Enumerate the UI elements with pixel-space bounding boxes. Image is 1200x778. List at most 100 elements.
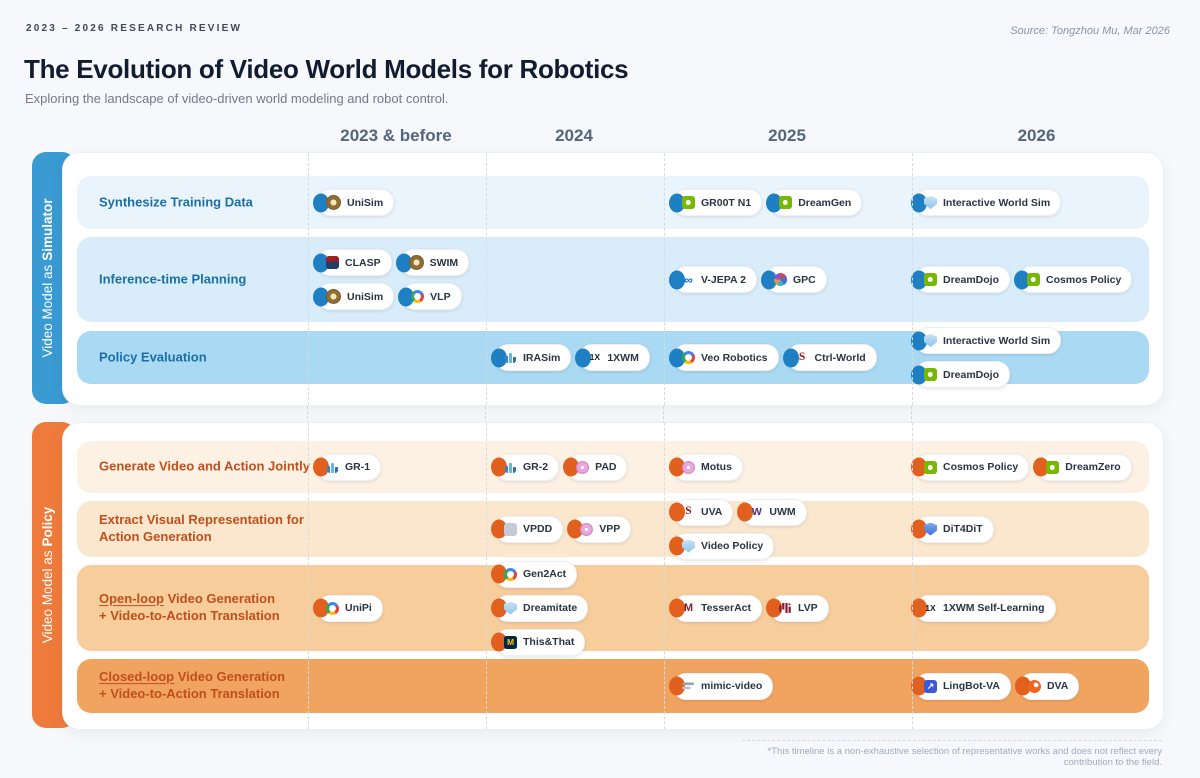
model-pill-label: V-JEPA 2 [701, 273, 746, 286]
world-sim-shield-logo [924, 196, 937, 209]
stanford-logo: S [685, 505, 692, 518]
model-pill: VPDD [495, 515, 564, 543]
model-pill: DiT4DiT [915, 515, 994, 543]
model-pill: LVP [770, 594, 829, 622]
year-cell: mimic-video [673, 659, 909, 713]
year-cell: UniPi [317, 565, 487, 651]
row-label-line2: Action Generation [99, 529, 212, 544]
flower-logo [576, 460, 590, 474]
model-pill: GPC [764, 266, 827, 293]
model-pill-label: 1XWM Self-Learning [943, 602, 1045, 614]
year-cell [317, 331, 487, 384]
model-pill-label: UVA [701, 506, 723, 518]
year-cell [495, 659, 671, 713]
source-credit: Source: Tongzhou Mu, Mar 2026 [1010, 25, 1170, 37]
model-pill-label: UniSim [347, 290, 384, 303]
clasp-crest-logo [326, 256, 339, 269]
column-divider [486, 423, 487, 729]
year-cell [495, 176, 671, 229]
model-pill-label: This&That [523, 636, 575, 648]
row-label-line1: Synthesize Training Data [99, 194, 253, 210]
year-cell: Motus [673, 441, 909, 493]
year-cell: CLASP SWIM UniSim VLP [317, 237, 487, 322]
row-label-line1: Video Generation [174, 669, 286, 685]
column-header-2025: 2025 [768, 126, 806, 145]
model-pill-label: Cosmos Policy [1046, 273, 1122, 286]
model-pill-label: VLP [430, 290, 451, 303]
model-pill: SWIM [399, 249, 470, 276]
page-title: The Evolution of Video World Models for … [24, 54, 629, 84]
tab-prefix: Video Model as [39, 264, 55, 358]
model-pill: VPP [571, 515, 632, 543]
model-pill-label: DVA [1046, 680, 1069, 692]
nvidia-logo [682, 196, 695, 209]
model-pill-label: Video Policy [701, 540, 764, 552]
world-sim-shield-logo [924, 334, 937, 347]
model-pill-label: PAD [595, 461, 617, 473]
policy-tab-label: Video Model as Policy [32, 422, 62, 728]
tab-bold: Simulator [39, 198, 55, 261]
tab-bold: Policy [39, 506, 55, 547]
model-pill: Cosmos Policy [915, 453, 1030, 481]
column-divider [664, 423, 665, 729]
model-pill-label: GR00T N1 [701, 196, 752, 209]
maroon-m-logo: M [683, 601, 694, 614]
model-pill-label: CLASP [345, 256, 381, 269]
dva-logo [1027, 679, 1041, 693]
model-pill: Interactive World Sim [915, 327, 1062, 354]
model-pill: UniSim [317, 283, 395, 310]
model-pill-label: Dreamitate [523, 602, 578, 614]
category-row: Closed-loop Video Generation+ Video-to-A… [77, 659, 1149, 713]
nvidia-logo [924, 460, 937, 474]
category-row: Generate Video and Action Jointly GR-1 GR-… [77, 441, 1149, 493]
row-label: Open-loop Video Generation+ Video-to-Act… [99, 591, 280, 625]
model-pill-label: Interactive World Sim [943, 196, 1051, 209]
model-pill-label: DreamZero [1065, 461, 1121, 473]
model-pill: Gen2Act [495, 560, 578, 588]
stanford-logo: S [798, 351, 806, 363]
model-pill: GR-2 [495, 453, 560, 481]
row-label: Generate Video and Action Jointly [99, 459, 310, 476]
row-label: Policy Evaluation [99, 349, 207, 366]
category-row: Open-loop Video Generation+ Video-to-Act… [77, 560, 1149, 656]
model-pill-label: LingBot-VA [943, 680, 1000, 692]
tab-prefix: Video Model as [39, 550, 55, 644]
lingbot-logo: ↗ [924, 679, 937, 693]
model-pill: Veo Robotics [673, 344, 779, 371]
model-pill-label: 1XWM [607, 351, 639, 364]
model-pill: DreamZero [1037, 453, 1132, 481]
column-divider [308, 153, 309, 405]
model-pill-label: Motus [701, 461, 732, 473]
model-pill: GR00T N1 [673, 189, 763, 216]
model-pill-label: DiT4DiT [943, 523, 983, 535]
nvidia-logo [1027, 273, 1041, 286]
column-divider [912, 153, 913, 405]
google-logo [411, 290, 425, 303]
google-logo [504, 567, 517, 581]
year-cell: ↗ LingBot-VA DVA [915, 659, 1149, 713]
model-pill: Interactive World Sim [915, 189, 1062, 216]
model-pill-label: UniSim [347, 196, 384, 209]
model-pill-label: GR-1 [345, 461, 371, 473]
barchart-logo [504, 461, 517, 474]
swim-coin-logo [408, 255, 424, 270]
mit-logo [779, 602, 792, 615]
row-label-underline: Closed-loop [99, 669, 175, 685]
model-pill-label: DreamGen [798, 196, 852, 209]
row-label-line2: + Video-to-Action Translation [99, 686, 280, 701]
nvidia-logo [1046, 460, 1060, 474]
row-label-line1: Policy Evaluation [99, 349, 207, 365]
model-pill: DVA [1018, 672, 1080, 700]
row-label: Inference-time Planning [99, 271, 246, 288]
year-cell [317, 501, 487, 557]
eyebrow-label: 2023 – 2026 RESEARCH REVIEW [26, 23, 243, 34]
model-pill: Dreamitate [495, 594, 589, 622]
michigan-logo: M [504, 635, 517, 649]
